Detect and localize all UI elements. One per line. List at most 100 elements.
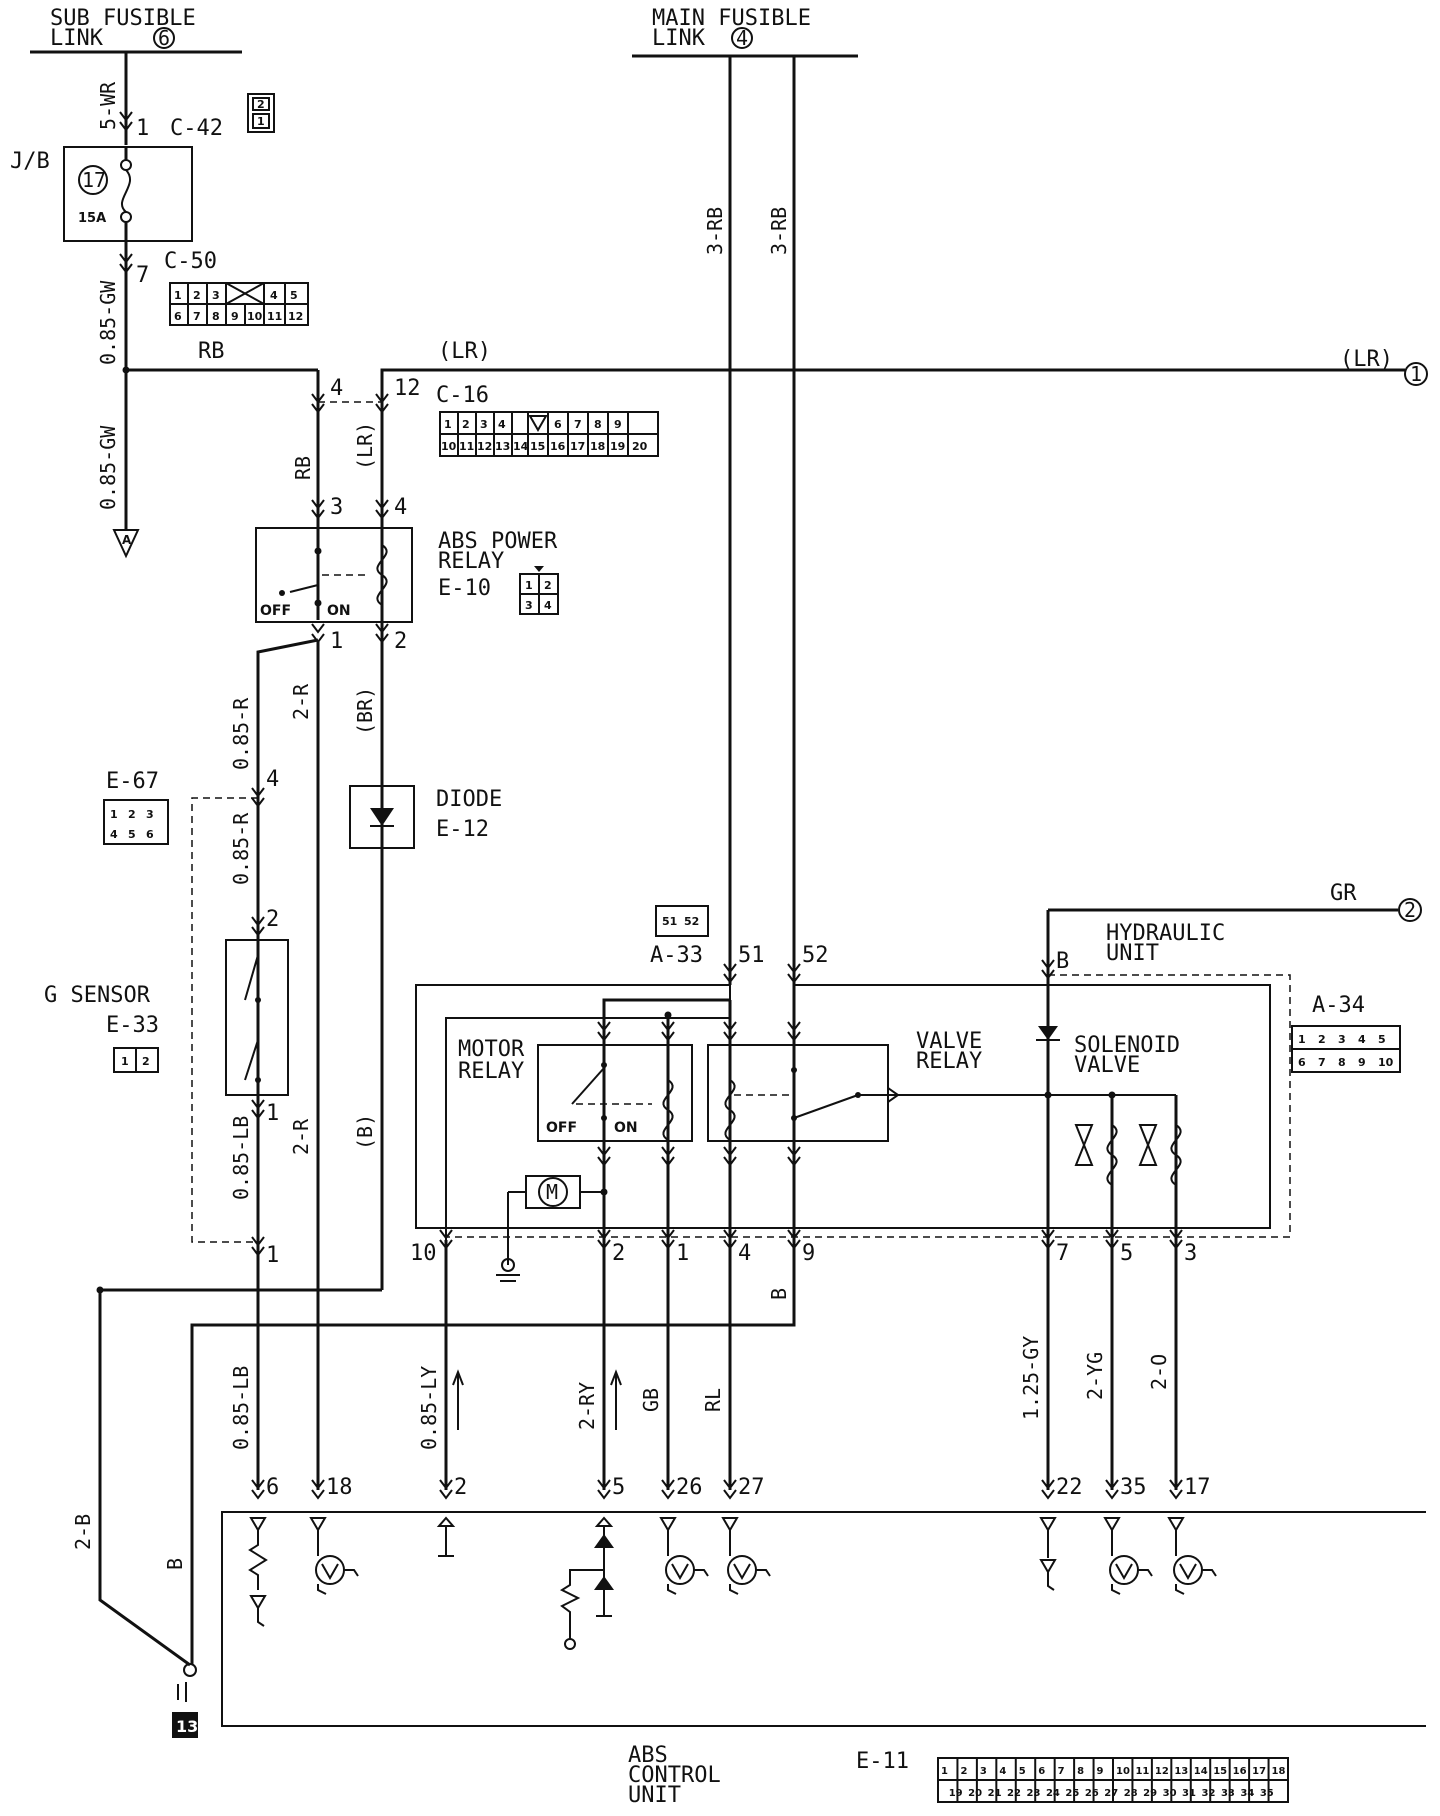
wire-lr-h: (LR) bbox=[438, 339, 491, 364]
e11-label: E-11 bbox=[856, 1749, 909, 1774]
svg-text:20: 20 bbox=[632, 440, 648, 453]
e11-pin: 19 bbox=[949, 1788, 963, 1799]
fuse-amp: 15A bbox=[78, 211, 106, 226]
abs-pump-motor: M bbox=[496, 1175, 608, 1282]
e11-pin: 3 bbox=[980, 1766, 987, 1777]
hydraulic-unit: HYDRAULIC UNIT A-34 1 2 3 4 5 6 7 8 9 10… bbox=[410, 910, 1401, 1282]
svg-text:3: 3 bbox=[525, 599, 533, 612]
c16-junction: 4 12 C-16 1 2 3 4 6 7 8 9 10 11 bbox=[291, 376, 659, 640]
ground-13: 13 bbox=[172, 1663, 198, 1738]
ref-2: 2 bbox=[1404, 898, 1416, 922]
svg-text:8: 8 bbox=[1338, 1056, 1346, 1069]
c50-connector: 1 2 3 4 5 6 7 8 9 10 11 12 bbox=[169, 282, 309, 326]
e11-pin: 9 bbox=[1097, 1766, 1104, 1777]
lower-harness: B 0.85-LY 2-RY GB RL 1.25-GY 2-YG 2-O 2-… bbox=[71, 1240, 1211, 1667]
pin-h1: 1 bbox=[676, 1241, 689, 1266]
pin-e26: 26 bbox=[676, 1475, 703, 1500]
sub-fusible-title: SUB FUSIBLE bbox=[50, 6, 196, 31]
valve-relay-title-2: RELAY bbox=[916, 1049, 982, 1074]
svg-text:1: 1 bbox=[257, 115, 265, 128]
pin-c50-7: 7 bbox=[136, 263, 149, 288]
e11-pin: 4 bbox=[999, 1766, 1006, 1777]
svg-text:2: 2 bbox=[544, 579, 552, 592]
motor-relay-on: ON bbox=[614, 1120, 638, 1136]
svg-text:3: 3 bbox=[1338, 1033, 1346, 1046]
e11-pin: 34 bbox=[1240, 1788, 1254, 1799]
svg-text:2: 2 bbox=[128, 808, 136, 821]
main-fusible-title-2: LINK bbox=[652, 26, 706, 51]
solenoid-title-2: VALVE bbox=[1074, 1053, 1140, 1078]
svg-text:1: 1 bbox=[174, 289, 182, 302]
wire-085lb-a: 0.85-LB bbox=[229, 1116, 253, 1200]
abs-cu-title: ABS bbox=[628, 1743, 668, 1768]
motor-m: M bbox=[546, 1180, 558, 1204]
e11-pin: 14 bbox=[1194, 1766, 1208, 1777]
e11-pin: 20 bbox=[968, 1788, 982, 1799]
wire-2ry: 2-RY bbox=[575, 1382, 599, 1430]
wire-2b: 2-B bbox=[71, 1514, 95, 1550]
svg-text:3: 3 bbox=[480, 418, 488, 431]
svg-text:19: 19 bbox=[610, 440, 625, 453]
wire-2yg: 2-YG bbox=[1083, 1352, 1107, 1400]
svg-text:1: 1 bbox=[121, 1055, 129, 1068]
diode-label: DIODE bbox=[436, 787, 502, 812]
svg-text:6: 6 bbox=[554, 418, 562, 431]
pin-e27: 27 bbox=[738, 1475, 765, 1500]
e11-pin: 2 bbox=[960, 1766, 967, 1777]
pin-b-top: B bbox=[1056, 949, 1069, 974]
abs-relay-title-2: RELAY bbox=[438, 549, 504, 574]
relay-off: OFF bbox=[260, 603, 291, 619]
svg-text:14: 14 bbox=[513, 440, 529, 453]
wire-085gw-top: 0.85-GW bbox=[96, 280, 120, 365]
c42-label: C-42 bbox=[170, 116, 223, 141]
e11-pin: 10 bbox=[1116, 1766, 1130, 1777]
a34-connector: 1 2 3 4 5 6 7 8 9 10 bbox=[1291, 1025, 1401, 1073]
svg-text:5: 5 bbox=[290, 289, 298, 302]
wire-b-paren: (B) bbox=[353, 1114, 377, 1150]
svg-text:51: 51 bbox=[662, 915, 677, 928]
wire-b-h: B bbox=[767, 1288, 791, 1300]
svg-text:1: 1 bbox=[444, 418, 452, 431]
e11-pin: 16 bbox=[1233, 1766, 1247, 1777]
svg-text:6: 6 bbox=[146, 828, 154, 841]
e11-pin: 7 bbox=[1058, 1766, 1065, 1777]
svg-text:7: 7 bbox=[193, 310, 201, 323]
e12-label: E-12 bbox=[436, 817, 489, 842]
wire-lr-right: (LR) bbox=[1340, 347, 1393, 372]
svg-text:8: 8 bbox=[594, 418, 602, 431]
c42-connector: 2 1 bbox=[247, 93, 275, 133]
wire-085r-a: 0.85-R bbox=[229, 697, 253, 770]
wire-b-left: B bbox=[163, 1558, 187, 1570]
svg-text:2: 2 bbox=[257, 98, 265, 111]
svg-text:4: 4 bbox=[110, 828, 118, 841]
pin-c42-1: 1 bbox=[136, 116, 149, 141]
e11-pin: 28 bbox=[1124, 1788, 1138, 1799]
svg-text:8: 8 bbox=[212, 310, 220, 323]
e11-pin: 18 bbox=[1272, 1766, 1286, 1777]
svg-text:7: 7 bbox=[1318, 1056, 1326, 1069]
sub-fusible-title-2: LINK bbox=[50, 26, 104, 51]
svg-text:16: 16 bbox=[550, 440, 566, 453]
pin-e67-1: 1 bbox=[266, 1243, 279, 1268]
wire-2r-b: 2-R bbox=[289, 1118, 313, 1155]
main-fusible-link: MAIN FUSIBLE LINK 4 bbox=[632, 6, 858, 58]
e11-pin: 30 bbox=[1163, 1788, 1177, 1799]
e11-pin: 25 bbox=[1065, 1788, 1079, 1799]
e11-pin: 17 bbox=[1252, 1766, 1266, 1777]
wire-2o: 2-O bbox=[1147, 1354, 1171, 1390]
svg-text:7: 7 bbox=[574, 418, 582, 431]
abs-cu-title-3: UNIT bbox=[628, 1783, 681, 1808]
e33-connector: 1 2 bbox=[113, 1047, 159, 1073]
wire-rb-h: RB bbox=[198, 339, 225, 364]
pin-e18: 18 bbox=[326, 1475, 353, 1500]
left-supply-circuit: 5-WR 1 C-42 2 1 J/B 17 15A 7 C-50 bbox=[10, 52, 309, 559]
c50-label: C-50 bbox=[164, 249, 217, 274]
valve-relay-title: VALVE bbox=[916, 1029, 982, 1054]
svg-text:12: 12 bbox=[288, 310, 303, 323]
pin-e35: 35 bbox=[1120, 1475, 1147, 1500]
rb-lr-bus: RB (LR) (LR) 1 bbox=[126, 339, 1428, 620]
svg-text:2: 2 bbox=[1318, 1033, 1326, 1046]
motor-relay-off: OFF bbox=[546, 1120, 577, 1136]
pin-rel-4: 4 bbox=[394, 495, 407, 520]
pin-e17: 17 bbox=[1184, 1475, 1211, 1500]
